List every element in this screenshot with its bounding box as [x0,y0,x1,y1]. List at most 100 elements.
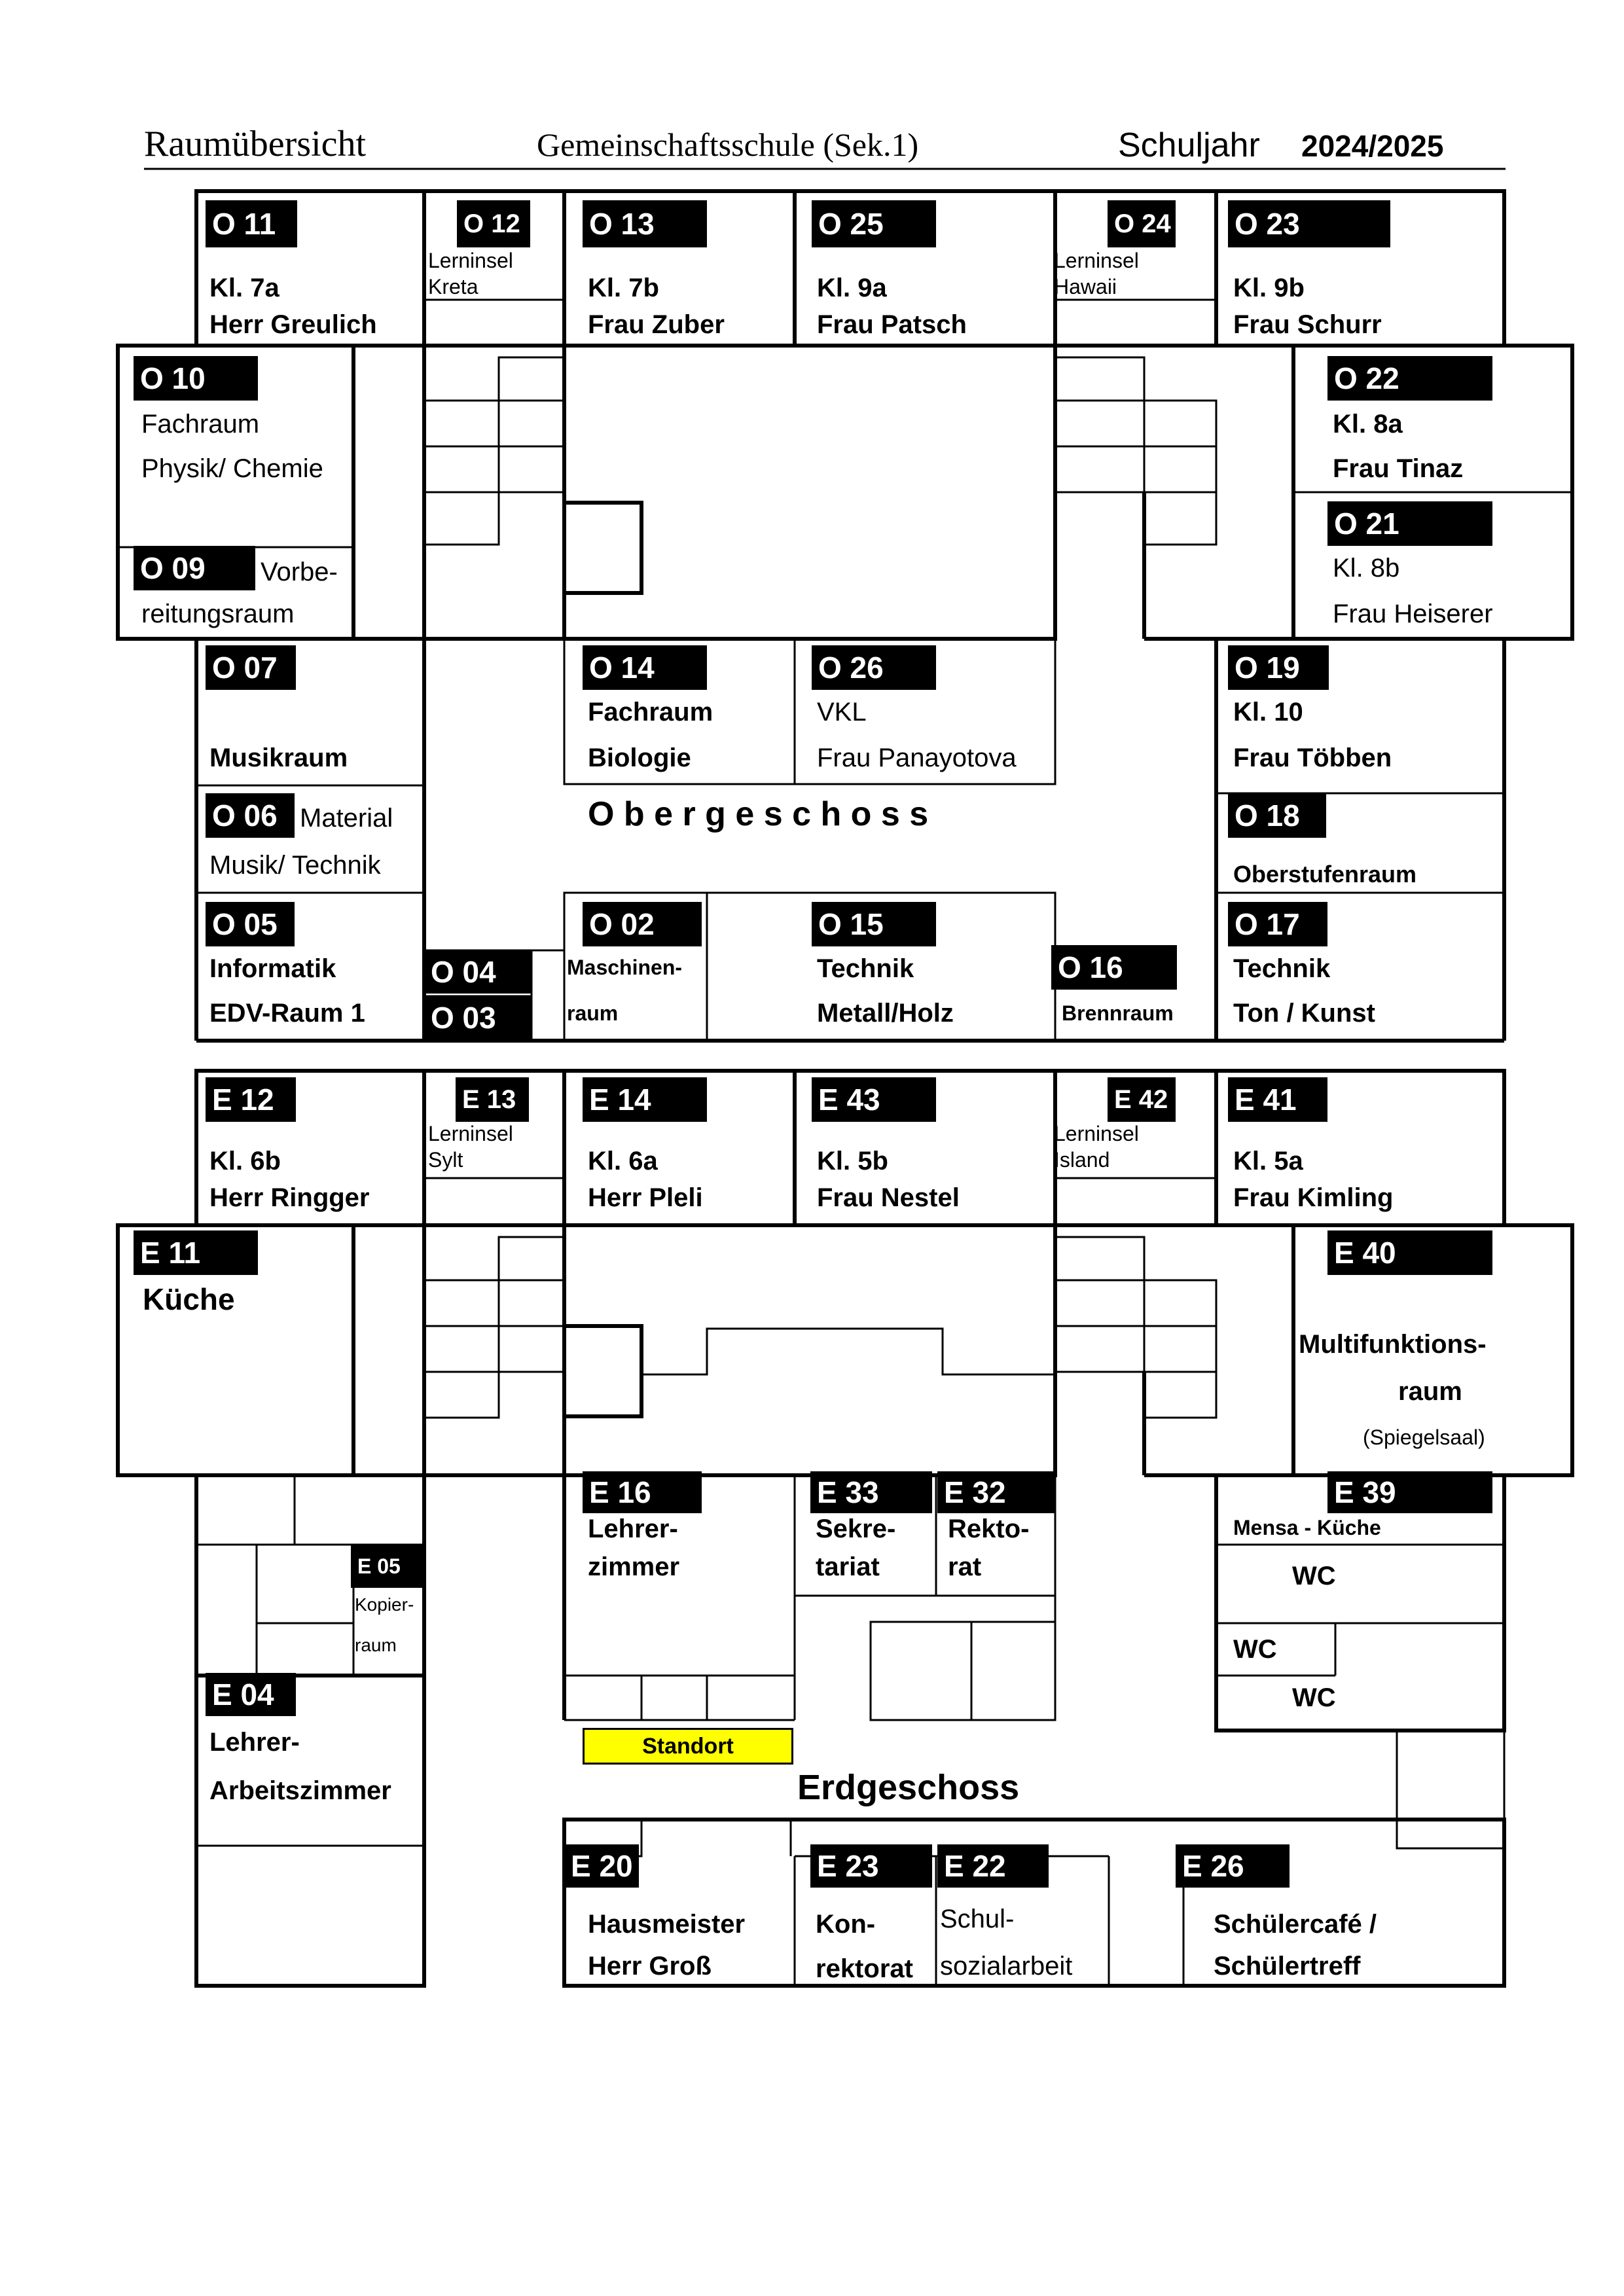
room-id-e41: E 41 [1228,1077,1327,1122]
room-id-e33: E 33 [810,1471,932,1513]
room-e43-teacher: Frau Nestel [817,1183,960,1212]
room-id-e16: E 16 [583,1471,702,1513]
room-id-e42: E 42 [1108,1077,1176,1122]
room-e04-line2: Arbeitszimmer [209,1776,391,1805]
room-id-o24: O 24 [1108,200,1176,247]
room-id-o11: O 11 [206,200,297,247]
room-o09-line1: Vorbe- [261,558,338,586]
room-e23-line1: Kon- [816,1910,876,1939]
room-e39-wc3: WC [1292,1683,1336,1712]
room-o24-label: Lerninsel [1054,249,1139,272]
room-id-o10: O 10 [134,356,258,401]
room-id-o15: O 15 [812,902,936,946]
room-e26-line2: Schülertreff [1214,1952,1361,1981]
room-o19-class: Kl. 10 [1233,698,1303,726]
room-e05-line1: Kopier- [355,1594,414,1615]
room-o18-type: Oberstufenraum [1233,861,1417,888]
room-id-e40: E 40 [1327,1230,1492,1275]
room-e39-wc1: WC [1292,1562,1336,1590]
room-id-e05: E 05 [351,1545,423,1588]
room-id-o19: O 19 [1228,645,1329,690]
room-id-e39: E 39 [1327,1471,1492,1513]
room-o23-class: Kl. 9b [1233,274,1305,302]
room-o17-type: Technik [1233,954,1331,983]
room-e12-class: Kl. 6b [209,1147,281,1175]
room-e40-line1: Multifunktions- [1299,1330,1487,1359]
room-id-e20: E 20 [564,1844,639,1888]
room-o21-teacher: Frau Heiserer [1333,600,1493,628]
room-e22-line1: Schul- [940,1905,1015,1933]
room-e33-line2: tariat [816,1552,880,1581]
room-e41-class: Kl. 5a [1233,1147,1303,1175]
room-id-o09: O 09 [134,546,255,590]
room-id-e14: E 14 [583,1077,707,1122]
room-o13-class: Kl. 7b [588,274,659,302]
room-id-e26: E 26 [1176,1844,1290,1888]
room-e04-line1: Lehrer- [209,1728,300,1757]
room-e39-name: Mensa - Küche [1233,1516,1381,1539]
room-id-o05: O 05 [206,902,295,946]
room-o25-class: Kl. 9a [817,274,887,302]
room-id-o06: O 06 [206,793,295,838]
room-e13-name: Sylt [428,1148,463,1172]
room-e14-teacher: Herr Pleli [588,1183,703,1212]
room-o05-type: Informatik [209,954,336,983]
room-o24-name: Hawaii [1054,275,1117,298]
room-id-e11: E 11 [134,1230,258,1275]
room-e05-line2: raum [355,1635,397,1655]
room-e39-wc2: WC [1233,1635,1277,1664]
room-o13-teacher: Frau Zuber [588,310,725,339]
room-id-o23: O 23 [1228,200,1390,247]
room-o06-line1: Material [300,804,393,833]
room-o06-line2: Musik/ Technik [209,851,381,880]
school-year: 2024/2025 [1301,129,1444,163]
room-id-o22: O 22 [1327,356,1492,401]
room-e43-class: Kl. 5b [817,1147,888,1175]
room-id-o12: O 12 [457,200,530,247]
room-e22-line2: sozialarbeit [940,1952,1073,1981]
room-id-o13: O 13 [583,200,707,247]
room-id-o02: O 02 [583,902,702,946]
room-id-o16: O 16 [1051,945,1177,990]
room-e42-name: Island [1054,1148,1110,1172]
room-id-e43: E 43 [812,1077,936,1122]
room-e16-line1: Lehrer- [588,1515,678,1543]
room-o11-teacher: Herr Greulich [209,310,377,339]
room-o22-class: Kl. 8a [1333,410,1403,439]
room-id-o21: O 21 [1327,501,1492,546]
room-e12-teacher: Herr Ringger [209,1183,370,1212]
room-o15-subject: Metall/Holz [817,999,954,1028]
room-id-o04: O 04 [424,950,532,994]
room-id-e32: E 32 [937,1471,1055,1513]
room-id-e04: E 04 [206,1673,296,1716]
room-o16-type: Brennraum [1062,1001,1174,1025]
room-e13-label: Lerninsel [428,1122,513,1145]
standort-marker: Standort [583,1728,793,1765]
room-o26-type: VKL [817,698,867,726]
room-id-o18: O 18 [1228,793,1326,838]
room-e16-line2: zimmer [588,1552,680,1581]
room-o12-name: Kreta [428,275,478,298]
room-o02-line1: Maschinen- [567,956,683,979]
room-id-o07: O 07 [206,645,296,690]
room-o17-subject: Ton / Kunst [1233,999,1375,1028]
room-o19-teacher: Frau Többen [1233,744,1392,772]
room-id-o26: O 26 [812,645,936,690]
room-o23-teacher: Frau Schurr [1233,310,1382,339]
room-e20-line2: Herr Groß [588,1952,712,1981]
room-e41-teacher: Frau Kimling [1233,1183,1394,1212]
ground-floor-label: Erdgeschoss [797,1768,1020,1807]
room-e14-class: Kl. 6a [588,1147,658,1175]
school-name: Gemeinschaftsschule (Sek.1) [537,126,919,163]
room-o09-line2: reitungsraum [141,600,295,628]
room-o12-label: Lerninsel [428,249,513,272]
room-id-o25: O 25 [812,200,936,247]
room-id-o03: O 03 [424,996,532,1039]
room-e42-label: Lerninsel [1054,1122,1139,1145]
upper-floor-label: O b e r g e s c h o s s [588,795,929,833]
room-e32-line1: Rekto- [948,1515,1030,1543]
room-e40-line2: raum [1398,1377,1462,1406]
room-e11-type: Küche [143,1282,235,1316]
room-e20-line1: Hausmeister [588,1910,746,1939]
room-e26-line1: Schülercafé / [1214,1910,1377,1939]
